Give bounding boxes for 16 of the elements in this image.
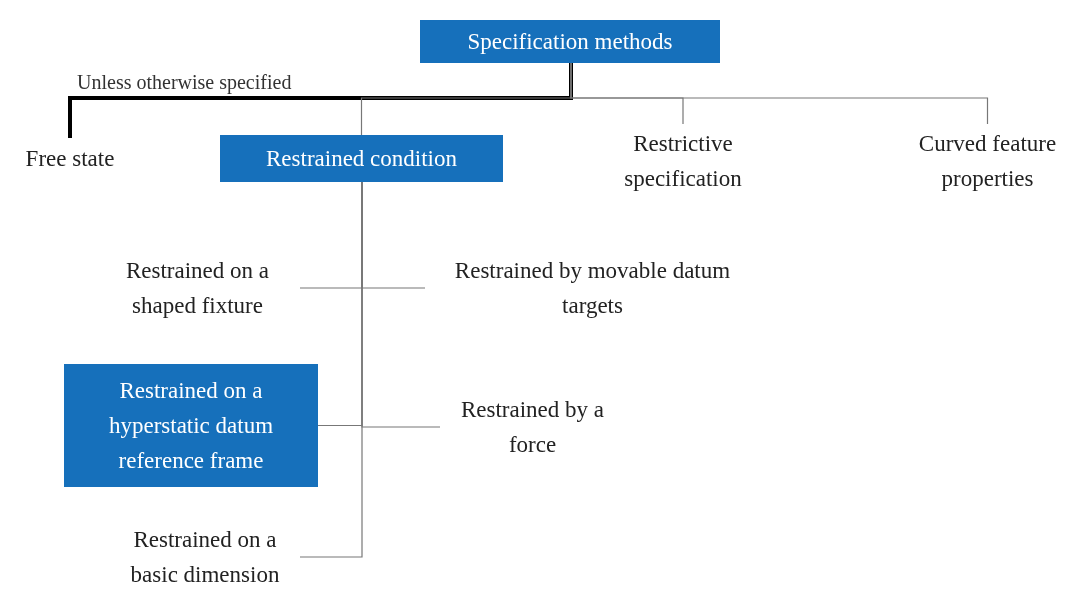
- box-label: Restrained condition: [266, 145, 457, 173]
- edge-label: Unless otherwise specified: [75, 71, 294, 93]
- node-text: Free state: [25, 144, 115, 173]
- process-box: [64, 364, 318, 487]
- box-label: Specification methods: [467, 28, 673, 56]
- node-text: Restrictive specification: [623, 130, 743, 193]
- node-text: Restrained by movable datum targets: [453, 257, 732, 320]
- connector-line: [570, 62, 989, 125]
- process-box: [220, 135, 503, 182]
- node-text: Restrained by a force: [459, 396, 606, 459]
- node-text: Restrained on a basic dimension: [129, 526, 281, 589]
- node-text: Restrained on a shaped fixture: [124, 257, 271, 320]
- connector-line: [68, 63, 573, 138]
- node-text: Curved feature properties: [917, 130, 1058, 193]
- process-box: [420, 20, 720, 63]
- box-label: Restrained on a hyperstatic datum reference frame: [107, 377, 275, 475]
